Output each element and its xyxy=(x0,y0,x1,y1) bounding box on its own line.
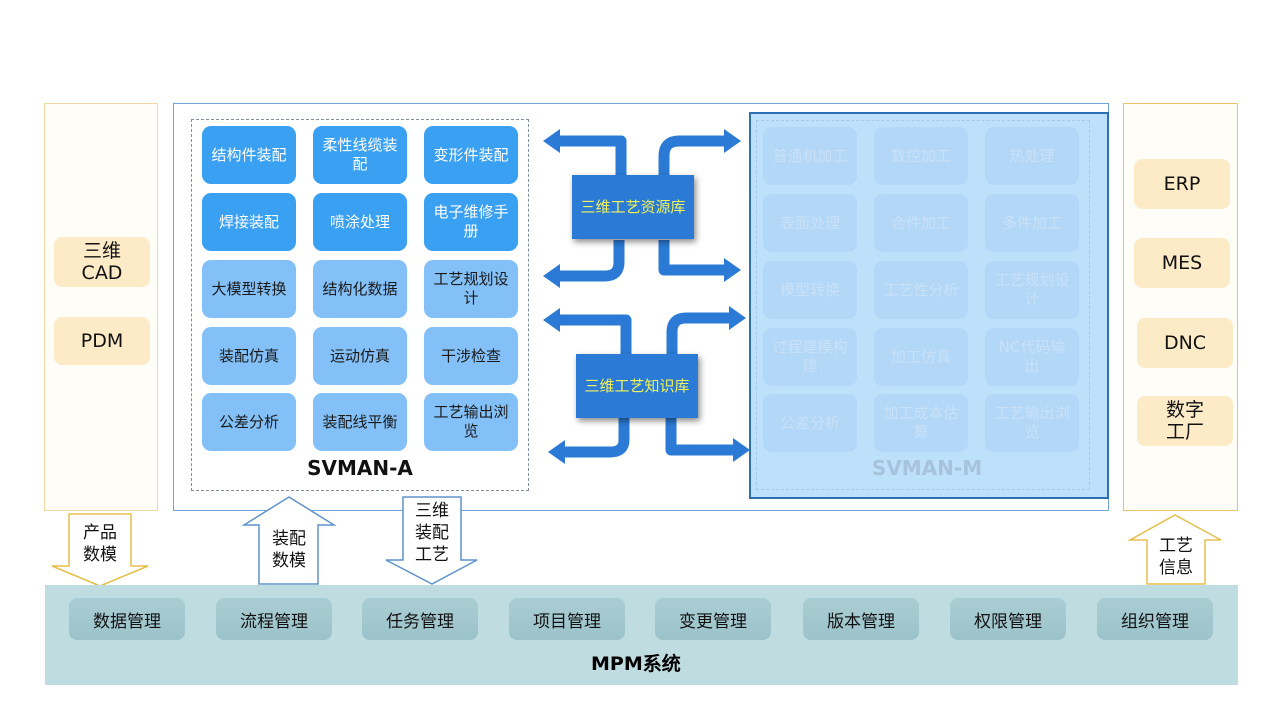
svman-a-tile[interactable]: 焊接装配 xyxy=(202,193,296,251)
svman-m-tile[interactable]: 数控加工 xyxy=(874,127,968,185)
system-digital-factory[interactable]: 数字 工厂 xyxy=(1137,396,1233,446)
svman-a-tile[interactable]: 大模型转换 xyxy=(202,260,296,318)
system-dnc[interactable]: DNC xyxy=(1137,318,1233,368)
svman-a-tile[interactable]: 干涉检查 xyxy=(424,327,518,385)
system-erp[interactable]: ERP xyxy=(1134,159,1230,209)
svman-a-tile[interactable]: 柔性线缆装配 xyxy=(313,126,407,184)
svman-m-group xyxy=(756,120,1090,490)
svman-a-tile[interactable]: 装配仿真 xyxy=(202,327,296,385)
svman-m-tile[interactable]: 模型转换 xyxy=(763,261,857,319)
process-info-label: 工艺 信息 xyxy=(1159,536,1193,578)
left-systems-panel: 三维 CAD PDM xyxy=(44,103,158,511)
module-data-management[interactable]: 数据管理 xyxy=(69,598,185,640)
mpm-system-bar: 数据管理 流程管理 任务管理 项目管理 变更管理 版本管理 权限管理 组织管理 … xyxy=(45,585,1238,685)
resource-library-box[interactable]: 三维工艺资源库 xyxy=(572,175,694,239)
module-version-management[interactable]: 版本管理 xyxy=(803,598,919,640)
svman-m-tile[interactable]: 工艺输出浏览 xyxy=(985,394,1079,452)
svman-m-tile[interactable]: 公差分析 xyxy=(763,394,857,452)
svman-m-tile[interactable]: 工艺性分析 xyxy=(874,261,968,319)
svman-a-title: SVMAN-A xyxy=(307,456,413,480)
svman-m-tile[interactable]: 合件加工 xyxy=(874,194,968,252)
svman-m-tile[interactable]: 多件加工 xyxy=(985,194,1079,252)
svman-m-tile[interactable]: 过程建模构建 xyxy=(763,328,857,386)
module-project-management[interactable]: 项目管理 xyxy=(509,598,625,640)
system-mes[interactable]: MES xyxy=(1134,238,1230,288)
module-task-management[interactable]: 任务管理 xyxy=(362,598,478,640)
svman-a-tile[interactable]: 装配线平衡 xyxy=(313,393,407,451)
svman-m-tile[interactable]: 加工成本估算 xyxy=(874,394,968,452)
mpm-title: MPM系统 xyxy=(591,653,681,675)
system-3d-cad[interactable]: 三维 CAD xyxy=(54,237,150,287)
product-model-label: 产品 数模 xyxy=(83,523,117,565)
module-change-management[interactable]: 变更管理 xyxy=(655,598,771,640)
svman-a-tile[interactable]: 运动仿真 xyxy=(313,327,407,385)
svman-m-tile[interactable]: 工艺规划设计 xyxy=(985,261,1079,319)
svman-m-title: SVMAN-M xyxy=(871,456,983,480)
svman-m-tile[interactable]: 加工仿真 xyxy=(874,328,968,386)
system-pdm[interactable]: PDM xyxy=(54,317,150,365)
svman-a-tile[interactable]: 工艺规划设计 xyxy=(424,260,518,318)
svman-m-tile[interactable]: 普通机加工 xyxy=(763,127,857,185)
assembly-model-label: 装配 数模 xyxy=(272,529,306,571)
assembly-process-label: 三维 装配 工艺 xyxy=(415,501,449,565)
svman-m-tile[interactable]: 热处理 xyxy=(985,127,1079,185)
svman-a-tile[interactable]: 结构件装配 xyxy=(202,126,296,184)
module-workflow-management[interactable]: 流程管理 xyxy=(216,598,332,640)
module-organization-management[interactable]: 组织管理 xyxy=(1097,598,1213,640)
svman-a-tile[interactable]: 结构化数据 xyxy=(313,260,407,318)
module-permission-management[interactable]: 权限管理 xyxy=(950,598,1066,640)
svman-m-tile[interactable]: NC代码输出 xyxy=(985,328,1079,386)
svman-m-tile[interactable]: 表面处理 xyxy=(763,194,857,252)
svman-a-tile[interactable]: 喷涂处理 xyxy=(313,193,407,251)
right-systems-panel: ERP MES DNC 数字 工厂 xyxy=(1123,103,1238,511)
svman-a-tile[interactable]: 变形件装配 xyxy=(424,126,518,184)
svman-a-group xyxy=(191,119,529,491)
svman-a-tile[interactable]: 电子维修手册 xyxy=(424,193,518,251)
svman-a-tile[interactable]: 公差分析 xyxy=(202,393,296,451)
knowledge-library-box[interactable]: 三维工艺知识库 xyxy=(576,354,698,418)
svman-a-tile[interactable]: 工艺输出浏览 xyxy=(424,393,518,451)
